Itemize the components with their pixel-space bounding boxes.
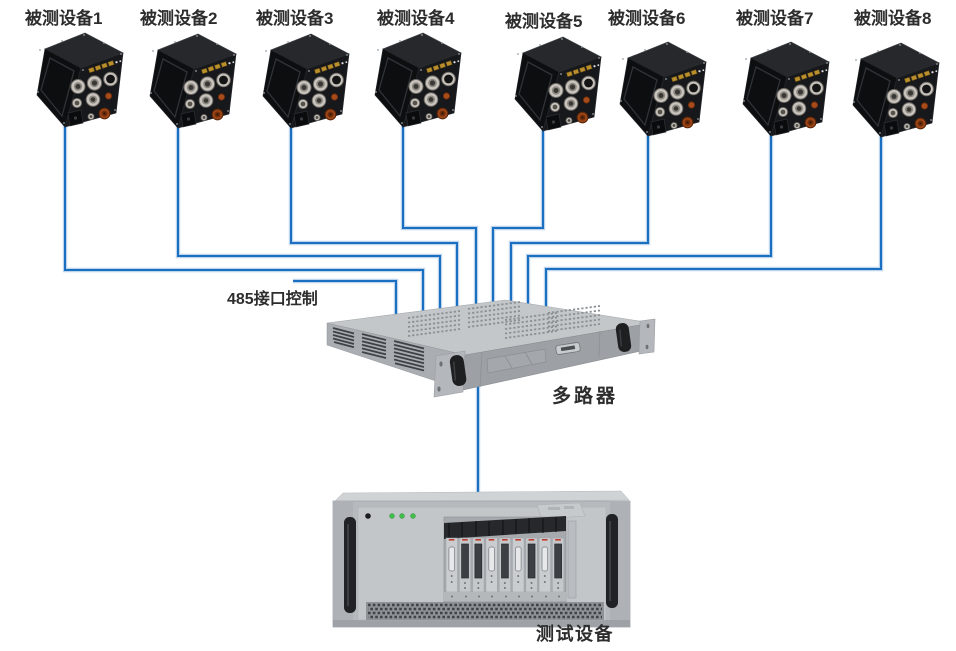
device-unit-8 <box>852 42 940 138</box>
device-label-8: 被测设备8 <box>854 9 932 28</box>
mux-handle-left <box>449 355 467 386</box>
cable-dut7-to-mux <box>525 132 774 308</box>
multiplexer-chassis <box>326 299 656 398</box>
cable-dut2-to-mux <box>175 124 443 313</box>
device-unit-4 <box>374 32 462 128</box>
mux-front-connector <box>555 342 581 355</box>
device-unit-3 <box>262 33 350 129</box>
mux-handle-right <box>615 323 632 352</box>
cables <box>62 120 884 500</box>
device-label-7: 被测设备7 <box>736 9 814 28</box>
device-unit-6 <box>619 41 707 137</box>
device-label-6: 被测设备6 <box>608 9 686 28</box>
bus-label: 485接口控制 <box>227 291 318 308</box>
tester-handle-right <box>606 514 618 608</box>
cable-dut4-to-mux <box>400 126 479 308</box>
mux-side-vents <box>332 327 425 372</box>
multiplexer-label: 多路器 <box>552 386 619 407</box>
tester-vent <box>366 602 604 620</box>
cable-dut6-to-mux <box>508 132 651 305</box>
cable-dut3-to-mux <box>288 124 460 311</box>
tester-handle-left <box>344 517 356 613</box>
device-label-1: 被测设备1 <box>25 9 103 28</box>
test-equipment-chassis <box>332 490 631 628</box>
tester-filler-panel <box>567 520 577 599</box>
device-unit-5 <box>514 36 602 132</box>
device-label-4: 被测设备4 <box>377 9 455 28</box>
device-unit-1 <box>36 32 124 128</box>
device-unit-2 <box>149 33 237 129</box>
device-unit-7 <box>742 41 830 137</box>
device-label-2: 被测设备2 <box>140 9 218 28</box>
device-label-3: 被测设备3 <box>256 9 334 28</box>
test-equipment-label: 测试设备 <box>536 624 614 644</box>
tester-card-cage <box>443 516 567 607</box>
tester-leds <box>365 513 416 519</box>
cable-dut8-to-mux <box>543 133 884 311</box>
device-label-5: 被测设备5 <box>505 12 583 31</box>
cable-485-control-leader <box>293 278 399 318</box>
cable-dut1-to-mux <box>62 120 426 315</box>
cable-dut5-to-mux <box>490 128 546 306</box>
